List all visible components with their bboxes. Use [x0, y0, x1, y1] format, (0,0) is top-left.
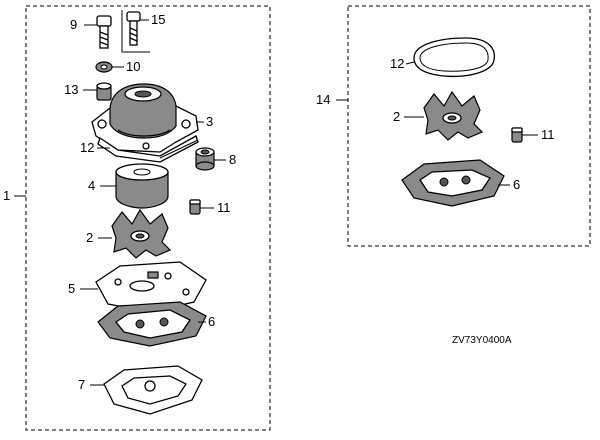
assembly-frame-1 — [25, 5, 271, 431]
impeller-part-2-left — [111, 208, 172, 259]
bolt-part-15 — [126, 11, 141, 46]
callout-7: 7 — [78, 377, 85, 392]
callout-11-right: 11 — [541, 127, 555, 142]
key-part-11-left — [189, 199, 201, 215]
callout-4: 4 — [88, 178, 95, 193]
tube-guide-line — [159, 139, 199, 159]
gasket-part-6-right — [401, 159, 505, 207]
collar-part-13 — [96, 82, 112, 101]
plate-part-5 — [95, 261, 207, 313]
callout-8: 8 — [229, 152, 236, 167]
callout-5: 5 — [68, 281, 75, 296]
washer-part-10 — [95, 61, 113, 73]
callout-11-left: 11 — [217, 200, 231, 215]
impeller-cup-part-4 — [115, 163, 169, 209]
callout-3: 3 — [206, 114, 213, 129]
leader-lines — [14, 19, 538, 386]
callout-15: 15 — [151, 12, 165, 27]
callout-6-left: 6 — [208, 314, 215, 329]
callout-12-left: 12 — [80, 140, 94, 155]
callout-10: 10 — [126, 59, 140, 74]
callout-14: 14 — [316, 92, 330, 107]
drawing-code: ZV73Y0400A — [452, 335, 512, 346]
seal-ring-part-12-right — [413, 37, 496, 78]
bolt-part-9 — [96, 15, 112, 49]
callout-2-left: 2 — [86, 230, 93, 245]
callout-2-right: 2 — [393, 109, 400, 124]
key-part-11-right — [511, 127, 523, 143]
tube-part-8 — [195, 147, 215, 171]
bracket-15 — [121, 10, 150, 53]
callout-12-right: 12 — [390, 56, 404, 71]
impeller-part-2-right — [423, 90, 484, 141]
callout-13: 13 — [64, 82, 78, 97]
callout-1: 1 — [3, 188, 10, 203]
gasket-part-6-left — [97, 301, 207, 347]
callout-6-right: 6 — [513, 177, 520, 192]
callout-9: 9 — [70, 17, 77, 32]
kit-frame-14 — [347, 5, 591, 247]
gasket-part-7 — [103, 365, 203, 415]
pump-housing-part-3 — [91, 83, 199, 153]
